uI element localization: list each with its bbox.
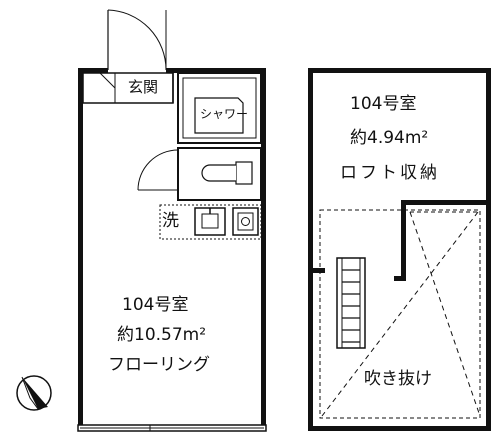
entrance-label: 玄関 [128, 78, 159, 96]
entrance-door [107, 9, 167, 71]
washing-area [159, 204, 262, 240]
shower-room [177, 72, 262, 144]
shower-label: シャワー [200, 107, 249, 121]
loft-area: 約4.94m² [350, 128, 429, 148]
main-room-floor-type: フローリング [108, 355, 210, 375]
loft-room-number: 104号室 [350, 94, 417, 114]
main-room-number: 104号室 [122, 295, 189, 315]
main-room-walls [77, 68, 267, 432]
wash-label: 洗 [162, 211, 179, 231]
entrance-area [82, 72, 174, 104]
loft-walls [308, 68, 491, 431]
void-area [319, 209, 481, 419]
void-label: 吹き抜け [362, 369, 434, 389]
ladder [336, 257, 366, 349]
loft-storage-label: ロフト収納 [340, 163, 440, 183]
main-room-area: 約10.57m² [117, 325, 207, 345]
toilet-room [137, 147, 262, 201]
compass-icon [16, 375, 52, 411]
